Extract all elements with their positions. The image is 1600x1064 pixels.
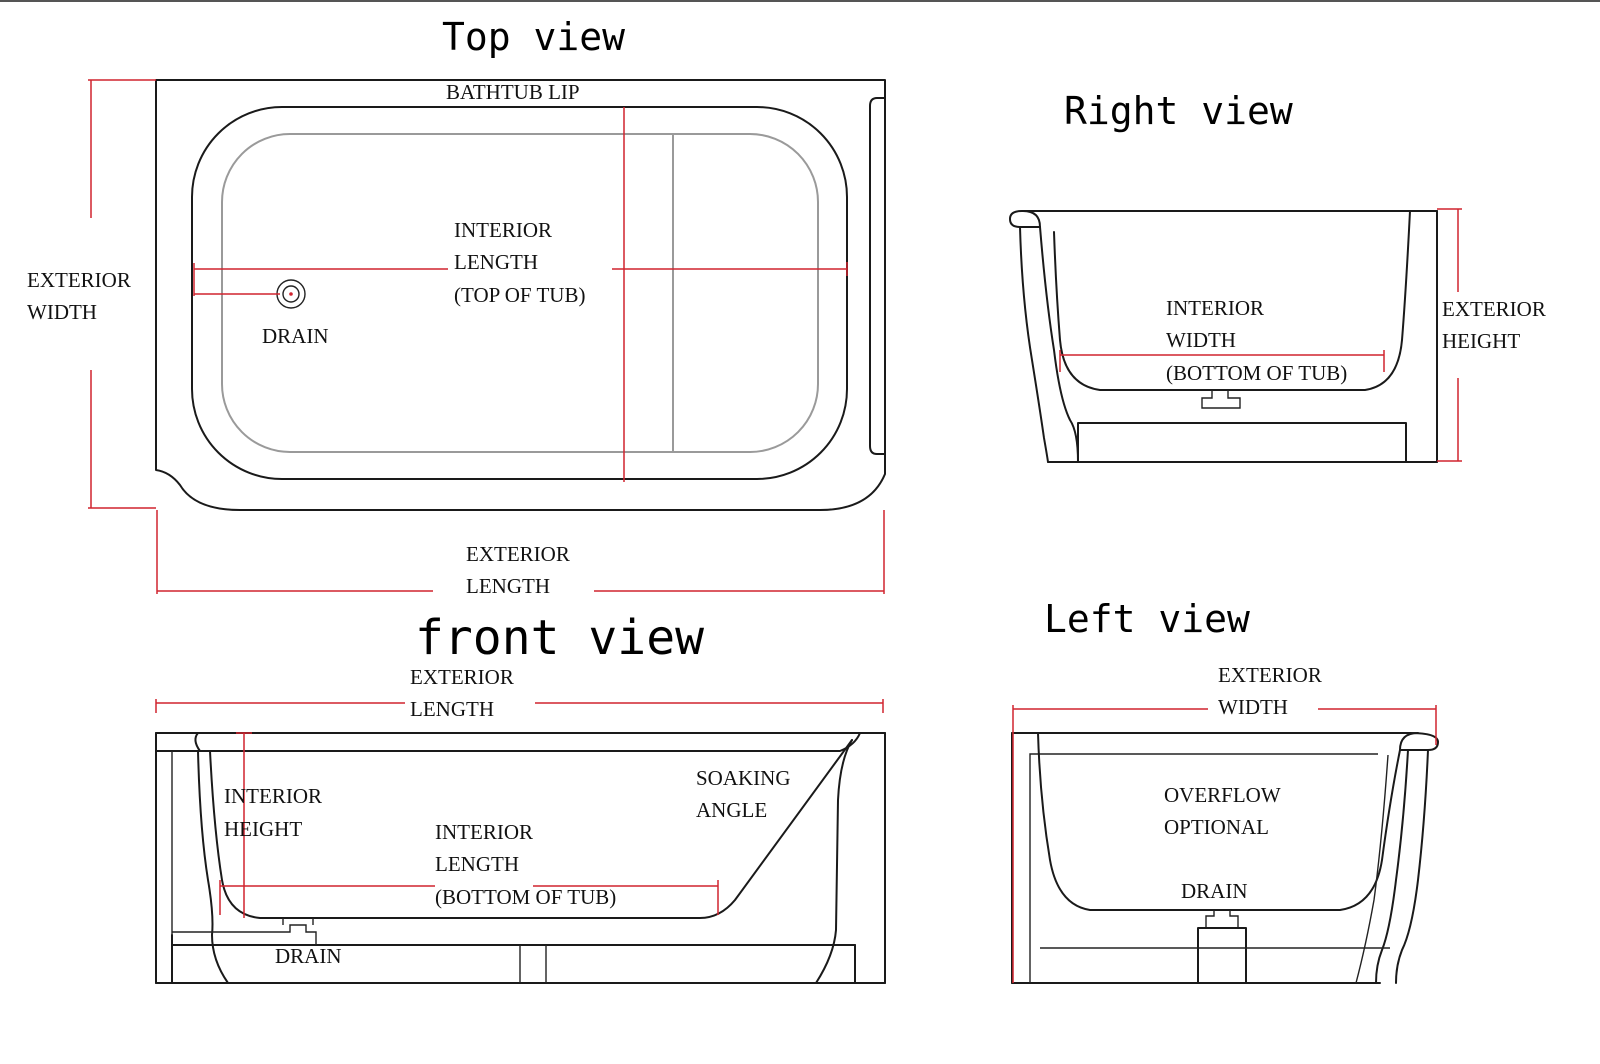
right-view: Right view [1009,89,1546,463]
front-view-interior-length-label-line3: (BOTTOM OF TUB) [435,885,616,909]
left-view-tub-outline [1011,732,1439,984]
top-view-lip-label: BATHTUB LIP [446,80,580,104]
front-view: front view [155,610,886,984]
front-view-soaking-angle-label-line2: ANGLE [696,798,767,822]
front-view-title: front view [415,610,704,666]
right-view-dimension-lines [1059,208,1462,462]
right-view-interior-width-label-line1: INTERIOR [1166,296,1264,320]
left-view-title: Left view [1044,597,1250,641]
top-view-interior-length-label-line3: (TOP OF TUB) [454,283,585,307]
front-view-exterior-length-label-line2: LENGTH [410,697,494,721]
front-view-tub-outline [155,732,886,984]
top-view-interior-length-label-line1: INTERIOR [454,218,552,242]
left-view: Left view [1011,597,1439,984]
top-border-line [0,0,1600,2]
top-view-interior-length-label-line2: LENGTH [454,250,538,274]
top-view-dimension-lines [88,79,885,594]
front-view-interior-length-label-line1: INTERIOR [435,820,533,844]
left-view-drain-label: DRAIN [1181,879,1248,903]
front-view-dimension-lines [155,699,884,918]
left-view-exterior-width-label-line1: EXTERIOR [1218,663,1322,687]
right-view-exterior-height-label-line2: HEIGHT [1442,329,1520,353]
front-view-drain-label: DRAIN [275,944,342,968]
top-view-exterior-length-label-line1: EXTERIOR [466,542,570,566]
left-view-overflow-label-line1: OVERFLOW [1164,783,1281,807]
front-view-interior-height-label-line1: INTERIOR [224,784,322,808]
left-view-exterior-width-label-line2: WIDTH [1218,695,1288,719]
top-view: Top view [27,15,886,598]
top-view-drain [276,279,306,309]
left-view-dimension-lines [1012,705,1437,983]
top-view-tub-outline [155,79,886,511]
right-view-title: Right view [1064,89,1293,133]
right-view-interior-width-label-line3: (BOTTOM OF TUB) [1166,361,1347,385]
top-view-exterior-width-label-line1: EXTERIOR [27,268,131,292]
top-view-exterior-width-label-line2: WIDTH [27,300,97,324]
top-view-title: Top view [442,15,625,59]
front-view-interior-height-label-line2: HEIGHT [224,817,302,841]
front-view-soaking-angle-label-line1: SOAKING [696,766,791,790]
left-view-overflow-label-line2: OPTIONAL [1164,815,1269,839]
top-view-exterior-length-label-line2: LENGTH [466,574,550,598]
front-view-interior-length-label-line2: LENGTH [435,852,519,876]
front-view-exterior-length-label-line1: EXTERIOR [410,665,514,689]
right-view-interior-width-label-line2: WIDTH [1166,328,1236,352]
right-view-exterior-height-label-line1: EXTERIOR [1442,297,1546,321]
right-view-tub-outline [1009,210,1438,463]
top-view-drain-label: DRAIN [262,324,329,348]
